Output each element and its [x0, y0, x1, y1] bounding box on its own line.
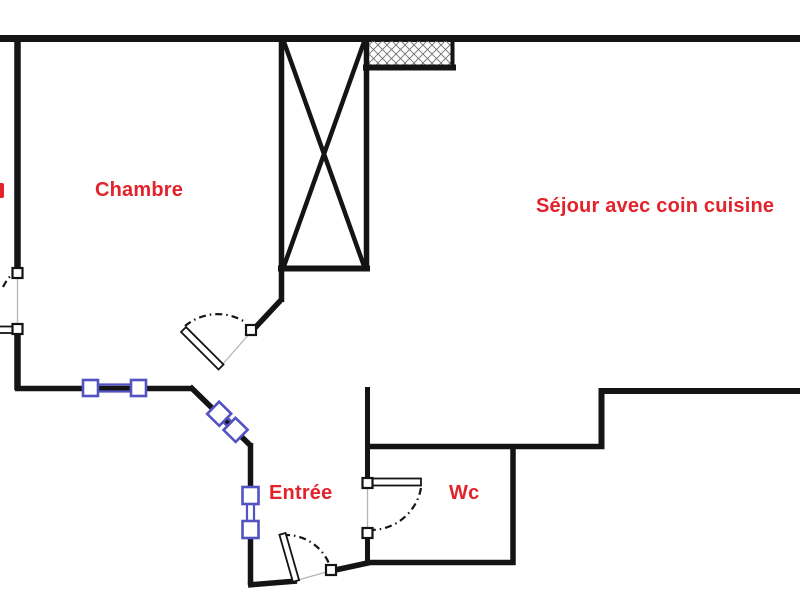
- entree-diagonal-window: [205, 399, 250, 444]
- room-label-sejour: Séjour avec coin cuisine: [536, 195, 775, 217]
- door-opening-line: [297, 570, 331, 581]
- door-leaf: [179, 325, 225, 371]
- window-end-square: [129, 378, 148, 398]
- shaft-cross-diagonal-2: [281, 41, 367, 267]
- door-opening-line: [221, 332, 251, 366]
- door-swing-arc: [184, 313, 246, 327]
- door-jamb-square: [361, 526, 374, 540]
- cross-hatched-wall-block: [363, 40, 456, 71]
- crossed-box-shaft: [278, 38, 370, 272]
- door-jamb-square: [11, 322, 24, 336]
- wc-door: [361, 476, 423, 540]
- window-end-square: [221, 416, 250, 444]
- window-end-square: [241, 485, 260, 506]
- door-jamb-square: [11, 266, 24, 280]
- wall-entree-bottom-right: [332, 559, 371, 574]
- door-jamb-square: [361, 476, 374, 490]
- room-label-entree: Entrée: [269, 482, 333, 504]
- chambre-door: [179, 313, 258, 371]
- entree-side-window: [241, 485, 260, 540]
- door-jamb-square: [324, 563, 338, 577]
- room-label-wc: Wc: [449, 482, 480, 504]
- left-room-door: [0, 266, 24, 336]
- wall-chambre-door-diagonal: [250, 298, 283, 332]
- window-end-square: [241, 519, 260, 540]
- door-leaf: [368, 477, 422, 487]
- door-swing-arc: [282, 533, 332, 567]
- door-leaf: [278, 531, 301, 583]
- clipped-room-label-fragment: [0, 183, 4, 198]
- room-label-chambre: Chambre: [95, 179, 184, 201]
- chambre-wall-window: [81, 378, 148, 398]
- door-jamb-square: [244, 323, 258, 337]
- wall-entree-bottom-left: [247, 578, 298, 588]
- door-swing-arc: [371, 487, 423, 532]
- hatch-fill: [369, 41, 452, 67]
- window-end-square: [81, 378, 100, 398]
- entree-exterior-door: [278, 531, 338, 583]
- walls: [0, 35, 800, 588]
- window-end-square: [205, 399, 234, 428]
